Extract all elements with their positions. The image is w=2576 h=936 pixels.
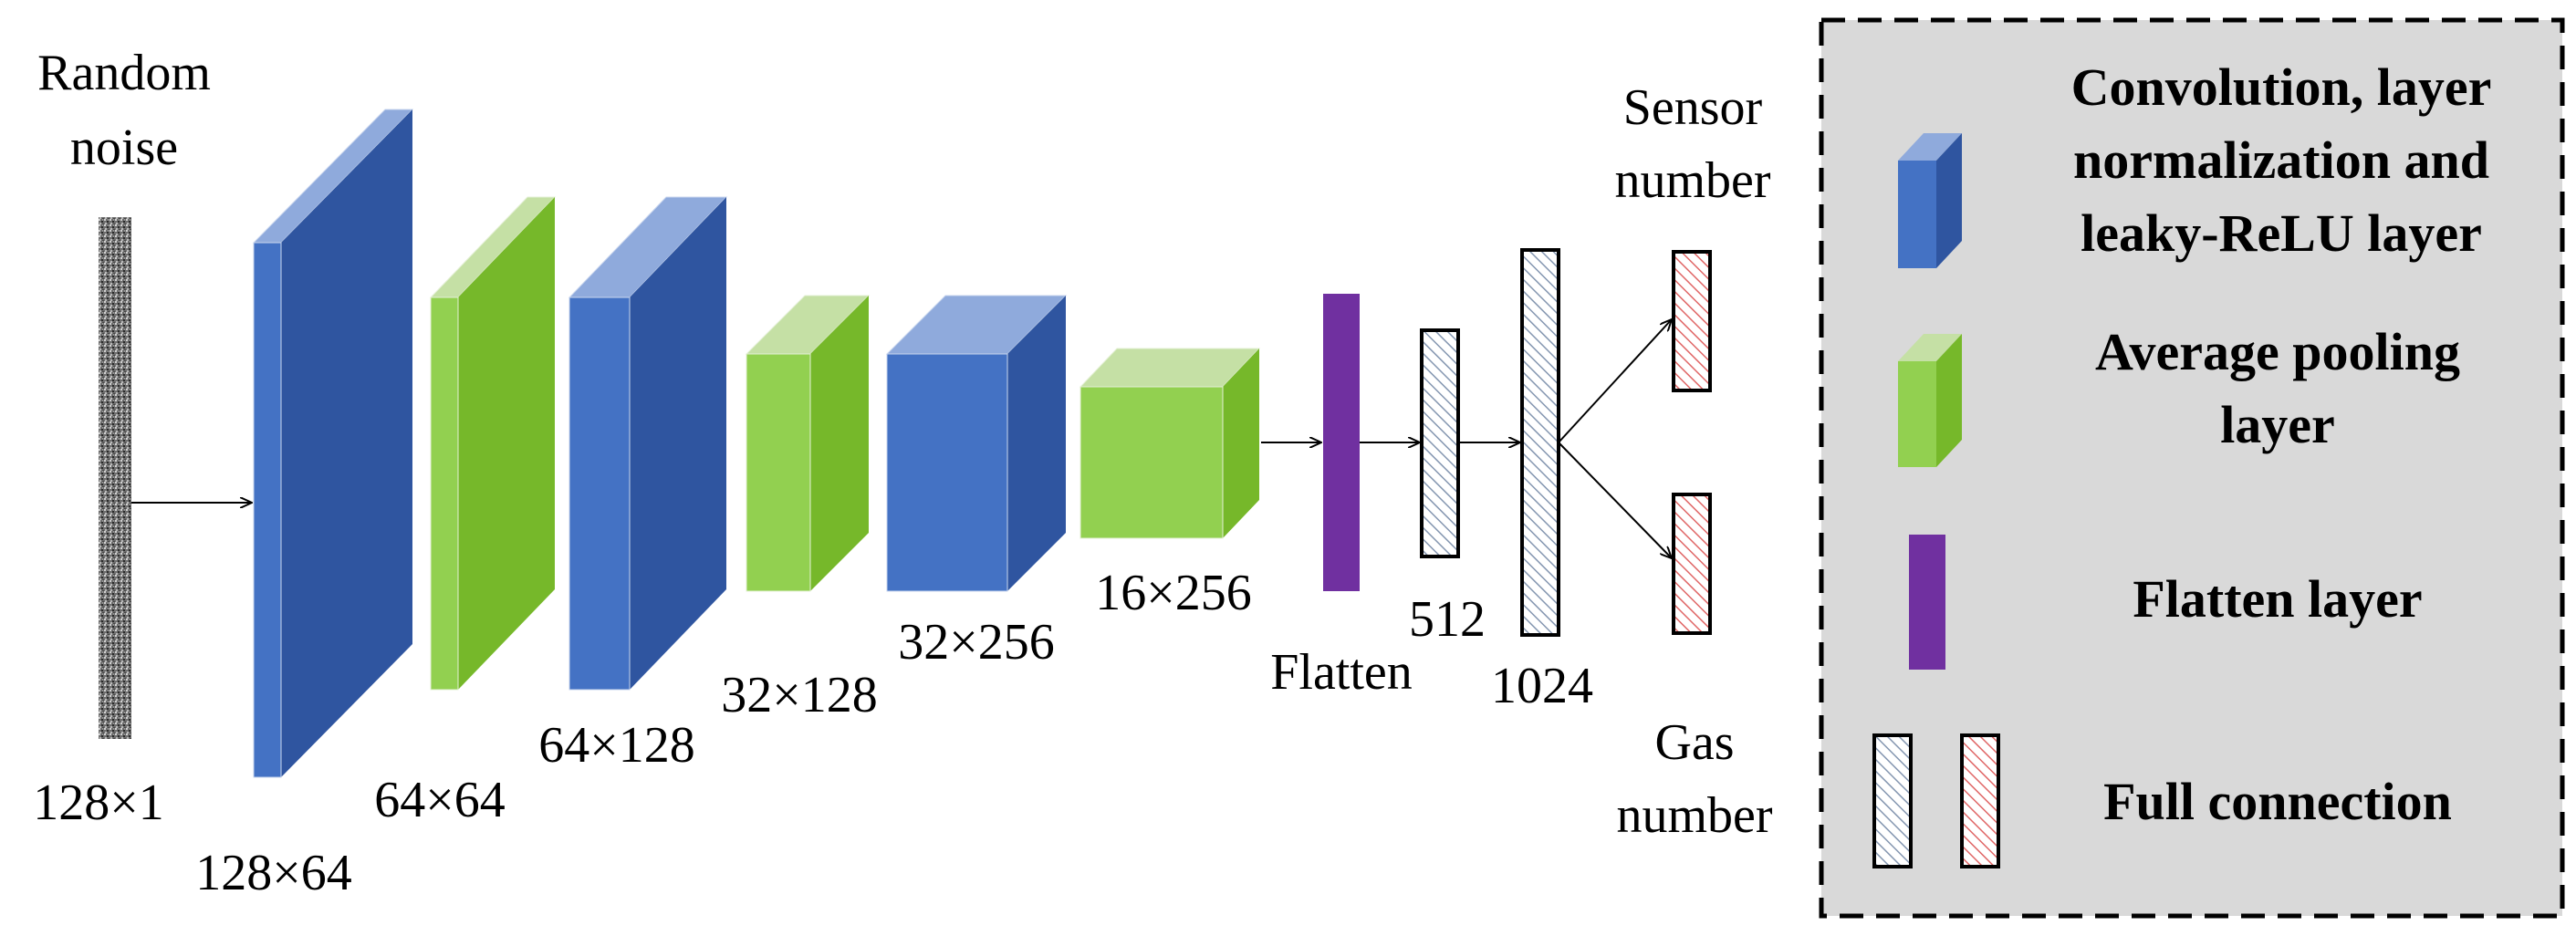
dim-label-16x256: 16×256 [1095,565,1252,621]
fc-layer-1024 [1520,248,1560,637]
legend-fc-text: Full connection [2103,772,2452,831]
random-noise-label-line1: Random [37,45,211,101]
gas-label-line1: Gas [1654,714,1734,771]
fc-512-label: 512 [1409,591,1486,648]
conv-block-1 [252,109,414,778]
legend-fc-red-swatch [1960,733,2000,868]
dim-label-32x128: 32×128 [721,667,878,723]
random-noise-label-line2: noise [70,120,178,176]
gas-output-layer [1672,493,1712,635]
legend-conv-text-line3: leaky-ReLU layer [2081,203,2482,263]
conv-block-2 [568,196,728,691]
legend-flatten-text: Flatten layer [2133,569,2422,629]
legend-conv-text-line2: normalization and [2073,130,2489,190]
random-noise-input [99,217,131,739]
dim-label-64x64: 64×64 [374,772,506,828]
flatten-layer [1323,294,1360,591]
gas-label-line2: number [1616,787,1772,844]
sensor-label-line2: number [1614,152,1770,209]
pool-block-1 [429,196,557,691]
legend: Convolution, layer normalization and lea… [1819,17,2565,919]
dim-label-128x1: 128×1 [33,775,164,831]
dim-label-128x64: 128×64 [195,845,352,901]
legend-fc-blue-swatch [1872,733,1913,868]
legend-flatten-swatch [1909,535,1945,670]
legend-pool-text-line1: Average pooling [2095,322,2460,381]
dim-label-64x128: 64×128 [538,717,695,774]
legend-pool-text-line2: layer [2220,395,2335,454]
arrow-fc1024-to-sensor [1558,319,1672,443]
legend-conv-swatch [1898,133,1962,268]
legend-conv-text-line1: Convolution, layer [2071,57,2492,117]
dim-label-32x256: 32×256 [898,614,1055,671]
fc-layer-512 [1420,328,1460,558]
pool-block-3 [1079,348,1261,539]
legend-pool-swatch [1898,334,1962,467]
sensor-output-layer [1672,250,1712,392]
flatten-label: Flatten [1270,644,1413,701]
conv-block-3 [885,295,1068,592]
arrow-fc1024-to-gas [1558,442,1672,558]
fc-1024-label: 1024 [1491,658,1593,714]
pool-block-2 [745,295,871,592]
sensor-label-line1: Sensor [1623,79,1763,136]
